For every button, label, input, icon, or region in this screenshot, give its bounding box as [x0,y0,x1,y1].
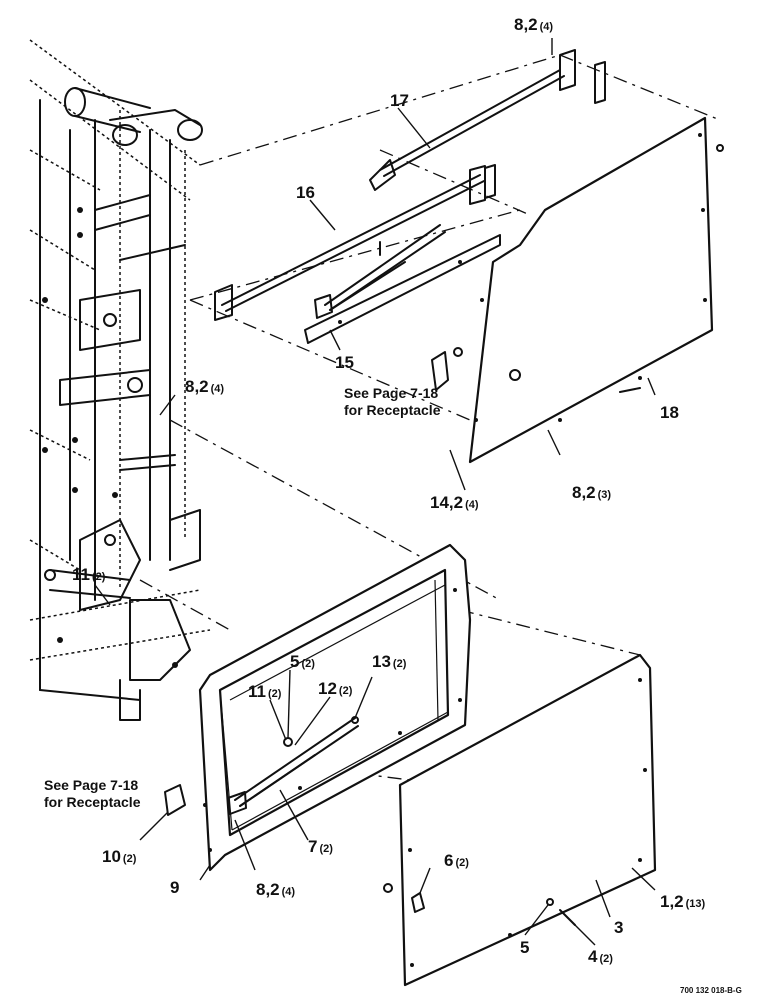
svg-text:11(2): 11(2) [72,565,106,584]
svg-text:10(2): 10(2) [102,847,137,866]
svg-text:14,2(4): 14,2(4) [430,493,479,512]
callout-c17: 8,2(4) [256,880,295,899]
upper-rods [214,49,724,393]
svg-text:5: 5 [520,938,529,957]
leader-lines [94,38,656,946]
callout-c13: 12(2) [318,679,353,698]
callout-c8: 8,2(3) [572,483,611,502]
callout-c18: 9 [170,878,179,897]
callout-c20: 3 [614,918,623,937]
svg-text:See Page 7-18: See Page 7-18 [344,385,438,401]
door-frame [164,543,472,872]
svg-text:11(2): 11(2) [248,682,282,701]
alignment-lines [139,54,721,781]
callout-c3: 16 [296,183,315,202]
svg-text:8,2(3): 8,2(3) [572,483,611,502]
svg-text:9: 9 [170,878,179,897]
svg-text:4(2): 4(2) [588,947,613,966]
callout-c12: 11(2) [248,682,282,701]
svg-text:7(2): 7(2) [308,837,333,856]
callout-c15: 7(2) [308,837,333,856]
lower-side-panel [383,653,657,987]
callout-c7: 14,2(4) [430,493,479,512]
svg-text:8,2(4): 8,2(4) [185,377,224,396]
drawing-code: 700 132 018-B-G [680,986,742,995]
callout-c22: 4(2) [588,947,613,966]
svg-text:See Page 7-18: See Page 7-18 [44,777,138,793]
svg-text:17: 17 [390,91,409,110]
callout-c9: 11(2) [72,565,106,584]
callout-c14: 10(2) [102,847,137,866]
svg-text:15: 15 [335,353,354,372]
receptacle-note-lower: See Page 7-18 for Receptacle [44,777,141,810]
svg-text:5(2): 5(2) [290,652,315,671]
svg-text:18: 18 [660,403,679,422]
receptacle-note-upper: See Page 7-18 for Receptacle [344,385,441,418]
callout-c6: 18 [660,403,679,422]
svg-text:1,2(13): 1,2(13) [660,892,706,911]
svg-text:for Receptacle: for Receptacle [344,402,441,418]
svg-text:12(2): 12(2) [318,679,353,698]
svg-text:8,2(4): 8,2(4) [514,15,553,34]
svg-text:13(2): 13(2) [372,652,407,671]
callout-c4: 15 [335,353,354,372]
svg-text:16: 16 [296,183,315,202]
callout-c16: 6(2) [444,851,469,870]
svg-text:6(2): 6(2) [444,851,469,870]
callout-c2: 17 [390,91,409,110]
callout-labels: 8,2(4) 17 16 15 8,2(4) 18 14,2(4) 8,2(3)… [72,15,706,966]
svg-text:for Receptacle: for Receptacle [44,794,141,810]
callout-c5: 8,2(4) [185,377,224,396]
callout-c19: 1,2(13) [660,892,706,911]
callout-c11: 13(2) [372,652,407,671]
svg-text:8,2(4): 8,2(4) [256,880,295,899]
callout-c21: 5 [520,938,529,957]
svg-text:3: 3 [614,918,623,937]
baler-frame [29,39,211,721]
callout-c1: 8,2(4) [514,15,553,34]
upper-side-panel [468,116,714,464]
callout-c10: 5(2) [290,652,315,671]
